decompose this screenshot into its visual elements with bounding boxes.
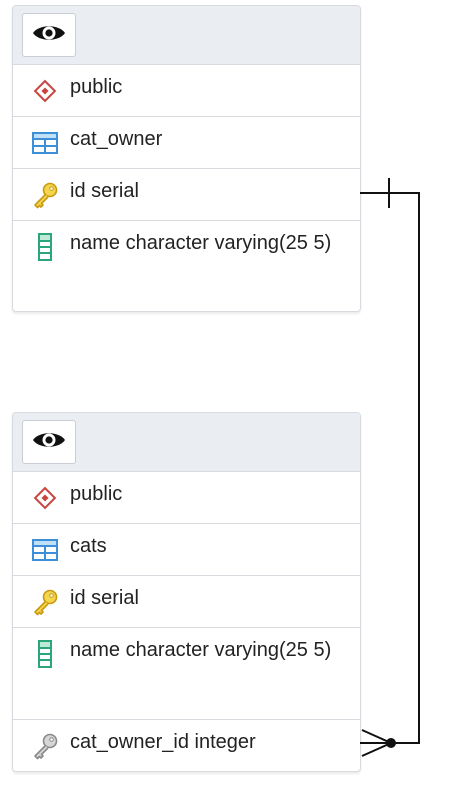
table-icon <box>31 537 59 563</box>
eye-icon <box>31 22 67 49</box>
schema-icon <box>31 78 59 104</box>
schema-label: public <box>70 483 123 505</box>
foreign-key-icon <box>31 733 59 760</box>
table-icon <box>31 130 59 156</box>
schema-label: public <box>70 76 123 98</box>
column-row[interactable]: id serial <box>13 169 360 221</box>
table-name-row[interactable]: cat_owner <box>13 117 360 169</box>
column-label: name character varying(25 5) <box>70 639 332 661</box>
column-label: name character varying(25 5) <box>70 232 332 254</box>
primary-key-icon <box>31 589 59 616</box>
column-icon <box>31 640 59 668</box>
relationship-line <box>360 192 420 757</box>
eye-icon <box>31 429 67 456</box>
column-label: id serial <box>70 587 139 609</box>
table-node-cat-owner[interactable]: public cat_owner id serial <box>12 5 361 312</box>
column-label: cat_owner_id integer <box>70 731 256 753</box>
table-name-label: cat_owner <box>70 128 163 150</box>
schema-row[interactable]: public <box>13 65 360 117</box>
primary-key-icon <box>31 182 59 209</box>
table-node-cats[interactable]: public cats id serial <box>12 412 361 772</box>
view-toggle-button[interactable] <box>22 13 76 57</box>
column-row[interactable]: cat_owner_id integer <box>13 720 360 771</box>
schema-row[interactable]: public <box>13 472 360 524</box>
schema-icon <box>31 485 59 511</box>
table-name-row[interactable]: cats <box>13 524 360 576</box>
node-header <box>13 6 360 65</box>
node-header <box>13 413 360 472</box>
column-icon <box>31 233 59 261</box>
many-cardinality-dot <box>386 738 396 748</box>
table-name-label: cats <box>70 535 107 557</box>
column-row[interactable]: name character varying(25 5) <box>13 628 360 720</box>
column-row[interactable]: name character varying(25 5) <box>13 221 360 311</box>
column-label: id serial <box>70 180 139 202</box>
column-row[interactable]: id serial <box>13 576 360 628</box>
view-toggle-button[interactable] <box>22 420 76 464</box>
